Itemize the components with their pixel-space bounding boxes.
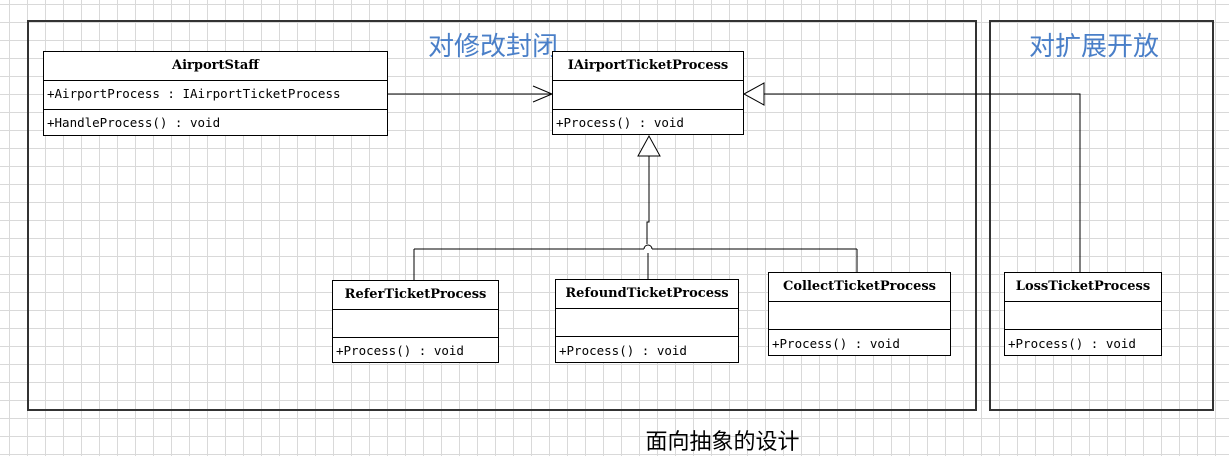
- operations-section: +Process() : void: [553, 110, 743, 136]
- class-name: IAirportTicketProcess: [553, 52, 743, 81]
- diagram-caption: 面向抽象的设计: [645, 430, 800, 455]
- class-name: RefoundTicketProcess: [556, 280, 738, 309]
- attributes-section: [333, 310, 498, 338]
- refer-ticket-process-class[interactable]: ReferTicketProcess +Process() : void: [332, 280, 499, 363]
- open-for-extension-frame: [989, 20, 1214, 411]
- attributes-section: [556, 309, 738, 337]
- refound-ticket-process-class[interactable]: RefoundTicketProcess +Process() : void: [555, 279, 739, 363]
- realization-loss-line: [764, 93, 1081, 273]
- collect-ticket-process-class[interactable]: CollectTicketProcess +Process() : void: [768, 272, 951, 356]
- realization-stem: [646, 156, 650, 244]
- operation: +Process() : void: [336, 343, 464, 358]
- class-name: ReferTicketProcess: [333, 281, 498, 310]
- operations-section: +Process() : void: [769, 330, 950, 357]
- loss-ticket-process-class[interactable]: LossTicketProcess +Process() : void: [1004, 272, 1162, 356]
- attributes-section: +AirportProcess : IAirportTicketProcess: [44, 81, 387, 110]
- attribute: +AirportProcess : IAirportTicketProcess: [47, 86, 341, 101]
- class-name: AirportStaff: [44, 52, 387, 81]
- attributes-section: [1005, 302, 1161, 330]
- operations-section: +Process() : void: [1005, 330, 1161, 357]
- class-name: LossTicketProcess: [1005, 273, 1161, 302]
- closed-frame-title: 对修改封闭: [428, 32, 559, 62]
- operation: +Process() : void: [559, 343, 687, 358]
- operation: +Process() : void: [556, 115, 684, 130]
- operation: +Process() : void: [1008, 336, 1136, 351]
- operations-section: +Process() : void: [333, 338, 498, 364]
- realization-loss-arrowhead: [742, 82, 765, 106]
- realization-arrowhead: [637, 134, 661, 157]
- operations-section: +HandleProcess() : void: [44, 110, 387, 137]
- airport-staff-class[interactable]: AirportStaff +AirportProcess : IAirportT…: [43, 51, 388, 136]
- attributes-section: [769, 302, 950, 330]
- attributes-section: [553, 81, 743, 110]
- operation: +HandleProcess() : void: [47, 115, 221, 130]
- closed-for-modification-frame: [27, 20, 977, 411]
- operation: +Process() : void: [772, 336, 900, 351]
- operations-section: +Process() : void: [556, 337, 738, 364]
- class-name: CollectTicketProcess: [769, 273, 950, 302]
- realization-bus-hop: [643, 244, 653, 250]
- open-frame-title: 对扩展开放: [1029, 32, 1160, 62]
- iairport-ticket-process-interface[interactable]: IAirportTicketProcess +Process() : void: [552, 51, 744, 135]
